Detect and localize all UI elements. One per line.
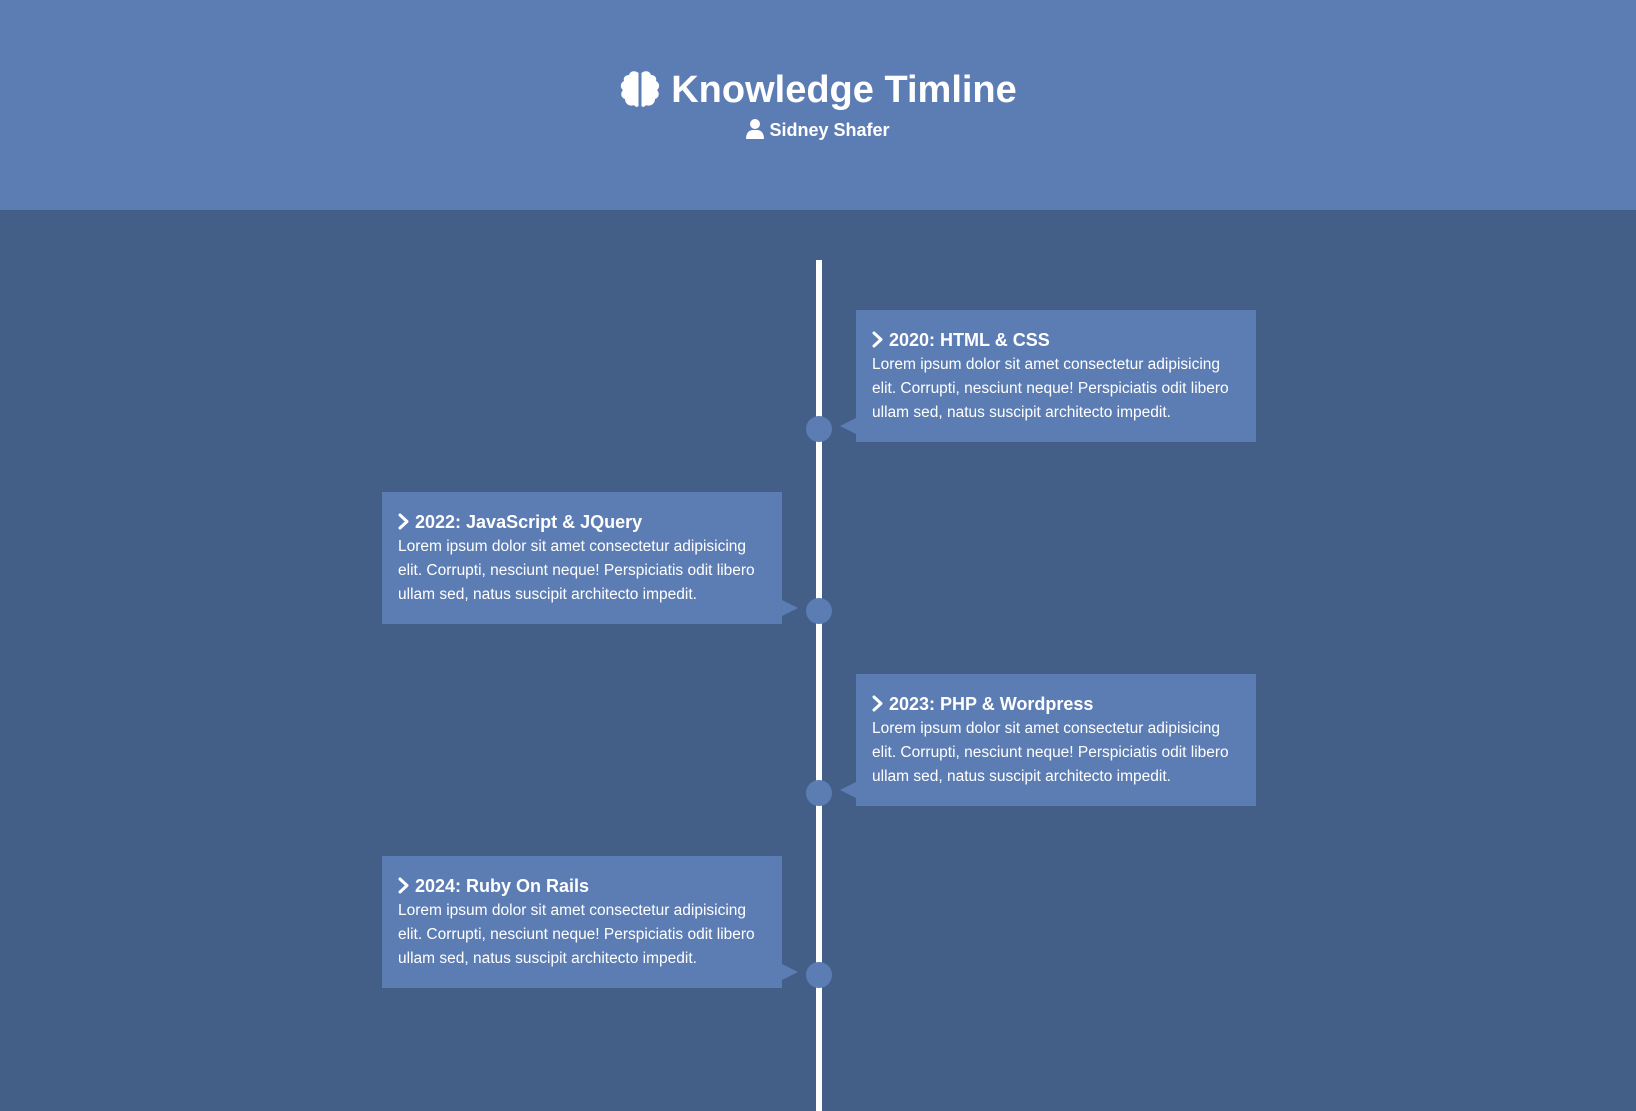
timeline-entry-2020: 2020: HTML & CSS Lorem ipsum dolor sit a… — [840, 310, 1256, 442]
timeline-entry-2022: 2022: JavaScript & JQuery Lorem ipsum do… — [382, 492, 798, 624]
entry-title-text: 2020: HTML & CSS — [889, 330, 1050, 350]
chevron-right-icon — [872, 331, 883, 348]
entry-title-text: 2024: Ruby On Rails — [415, 876, 590, 896]
page-header: Knowledge Timline Sidney Shafer — [0, 0, 1636, 210]
entry-title: 2020: HTML & CSS — [872, 328, 1240, 352]
timeline-dot — [806, 962, 832, 988]
entry-pointer — [840, 418, 856, 434]
timeline-line — [816, 260, 822, 1111]
entry-pointer — [840, 782, 856, 798]
brain-icon — [621, 71, 660, 107]
entry-title-text: 2023: PHP & Wordpress — [889, 694, 1094, 714]
entry-title: 2024: Ruby On Rails — [398, 874, 766, 898]
entry-description: Lorem ipsum dolor sit amet consectetur a… — [398, 902, 755, 967]
entry-description: Lorem ipsum dolor sit amet consectetur a… — [872, 720, 1229, 785]
entry-pointer — [782, 964, 798, 980]
timeline-dot — [806, 780, 832, 806]
timeline-entry-2024: 2024: Ruby On Rails Lorem ipsum dolor si… — [382, 856, 798, 988]
page-title: Knowledge Timline — [0, 66, 1636, 114]
entry-description: Lorem ipsum dolor sit amet consectetur a… — [398, 538, 755, 603]
chevron-right-icon — [872, 695, 883, 712]
entry-title: 2022: JavaScript & JQuery — [398, 510, 766, 534]
author-line: Sidney Shafer — [0, 118, 1636, 142]
page-title-text: Knowledge Timline — [671, 69, 1017, 111]
chevron-right-icon — [398, 513, 409, 530]
entry-description: Lorem ipsum dolor sit amet consectetur a… — [872, 356, 1229, 421]
entry-pointer — [782, 600, 798, 616]
timeline-dot — [806, 416, 832, 442]
entry-title-text: 2022: JavaScript & JQuery — [415, 512, 643, 532]
chevron-right-icon — [398, 877, 409, 894]
author-name: Sidney Shafer — [769, 120, 890, 140]
entry-title: 2023: PHP & Wordpress — [872, 692, 1240, 716]
timeline-entry-2023: 2023: PHP & Wordpress Lorem ipsum dolor … — [840, 674, 1256, 806]
user-icon — [746, 119, 765, 140]
timeline-dot — [806, 598, 832, 624]
